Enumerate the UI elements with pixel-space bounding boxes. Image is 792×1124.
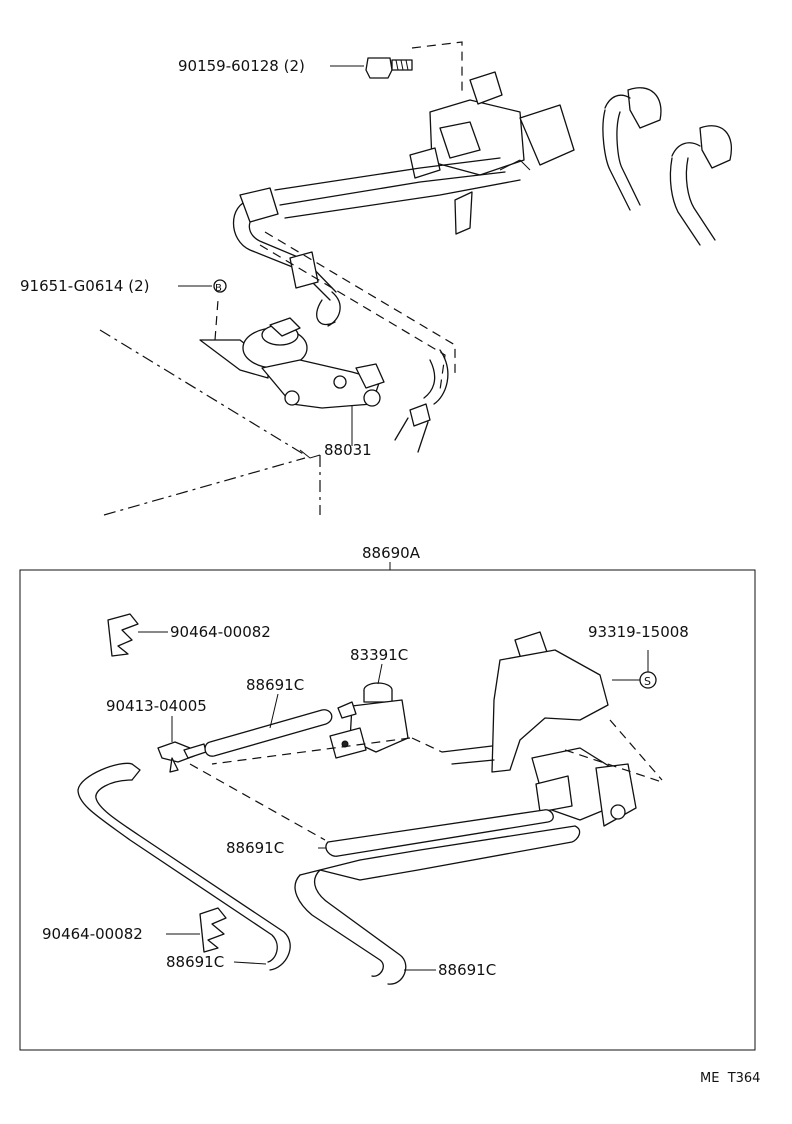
label-90464-00082-bottom: 90464-00082 [42, 925, 143, 943]
bracket-vsv-right [411, 631, 663, 827]
label-91651-g0614: 91651-G0614 (2) [20, 277, 150, 295]
body-corner [299, 449, 321, 459]
label-88691c-right-bottom: 88691C [438, 961, 496, 979]
figure-code: ME T364 [700, 1071, 760, 1086]
circle-b-symbol: B [215, 283, 222, 294]
hose-88691c-straight [204, 709, 333, 757]
label-90159-60128: 90159-60128 (2) [178, 57, 305, 75]
lower-parts [77, 613, 663, 985]
pipes-upper [232, 157, 521, 405]
label-88691c-middle: 88691C [226, 839, 284, 857]
vsv-83391c [329, 682, 409, 759]
hose-88691c-right [294, 809, 581, 985]
label-88691c-left-bottom: 88691C [166, 953, 224, 971]
circle-s-symbol: S [644, 675, 651, 688]
label-90464-00082-top: 90464-00082 [170, 623, 271, 641]
label-88690a: 88690A [362, 544, 421, 562]
label-93319-15008: 93319-15008 [588, 623, 689, 641]
tee-90413 [157, 741, 207, 773]
label-90413-04005: 90413-04005 [106, 697, 207, 715]
label-83391c: 83391C [350, 646, 408, 664]
kit-box [19, 569, 756, 1051]
egr-modulator-88031 [199, 317, 431, 453]
vsv-upper [409, 71, 575, 235]
hoses-top-right [602, 87, 732, 246]
upper-assembly [99, 41, 732, 516]
label-88691c-top: 88691C [246, 676, 304, 694]
clip-90464-bottom [199, 907, 227, 953]
bolt-90159 [365, 57, 413, 79]
label-88031: 88031 [324, 441, 372, 459]
body-outline [99, 329, 321, 516]
hose-88691c-left [77, 762, 291, 971]
clip-90464-top [107, 613, 139, 657]
